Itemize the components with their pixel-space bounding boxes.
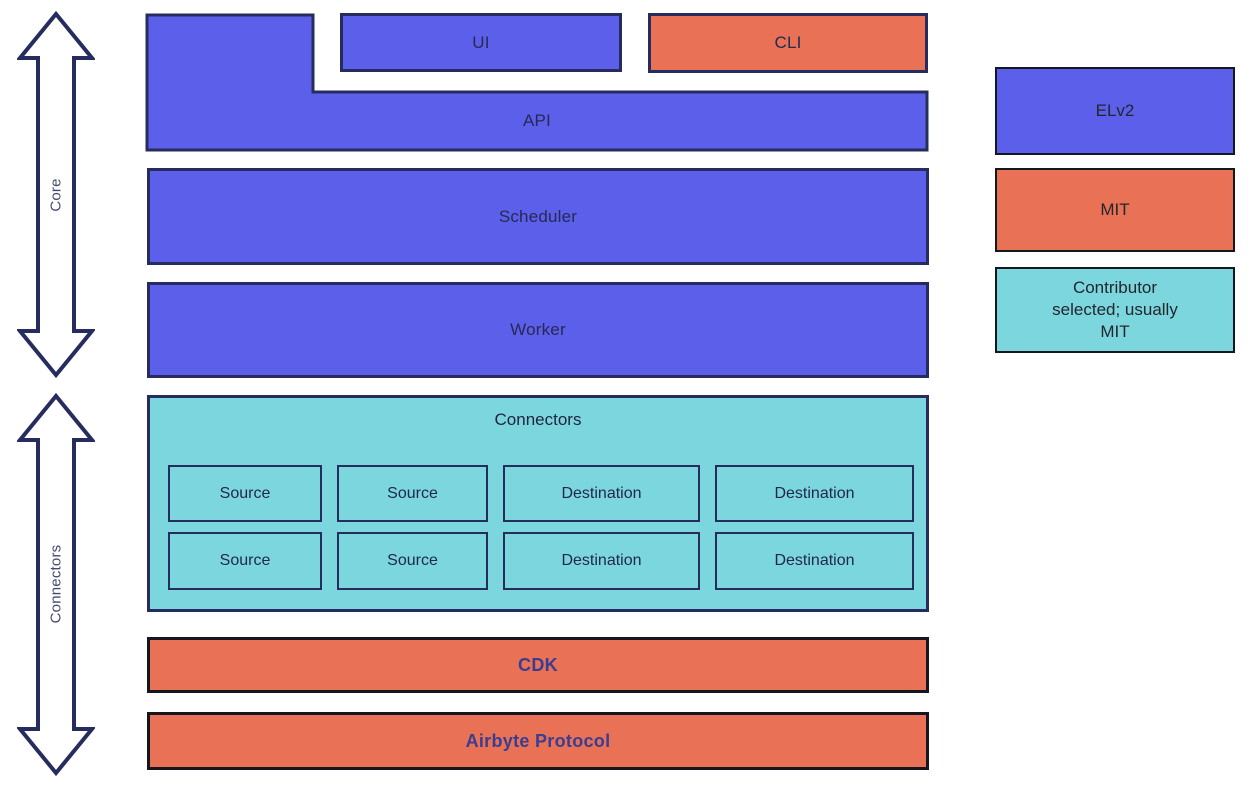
cdk-box: CDK bbox=[147, 637, 929, 693]
scheduler-label: Scheduler bbox=[498, 206, 578, 226]
ui-box: UI bbox=[340, 13, 622, 72]
legend-item-contributor: Contributor selected; usually MIT bbox=[995, 267, 1235, 353]
connector-cell-label: Source bbox=[219, 552, 271, 569]
ui-label: UI bbox=[472, 32, 490, 52]
legend-item-elv2: ELv2 bbox=[995, 67, 1235, 155]
worker-label: Worker bbox=[510, 320, 566, 339]
legend-item-mit: MIT bbox=[995, 168, 1235, 252]
connectors-arrow-label: Connectors bbox=[47, 544, 65, 624]
airbyte-protocol-box: Airbyte Protocol bbox=[147, 712, 929, 770]
connector-cell-label: Destination bbox=[774, 484, 855, 502]
connector-cell-label: Destination bbox=[561, 484, 642, 502]
scheduler-box: Scheduler bbox=[147, 168, 929, 265]
connector-cell-source-1: Source bbox=[168, 465, 322, 522]
api-bar: API bbox=[145, 90, 929, 152]
connector-cell-label: Source bbox=[387, 552, 438, 569]
cli-label: CLI bbox=[774, 33, 802, 52]
connector-cell-source-2: Source bbox=[337, 465, 488, 522]
connectors-box: Connectors Source Source Destination Des… bbox=[147, 395, 929, 612]
api-label: API bbox=[522, 111, 551, 130]
connector-cell-destination-3: Destination bbox=[503, 532, 700, 590]
cdk-label: CDK bbox=[518, 654, 558, 675]
connector-cell-label: Destination bbox=[774, 552, 855, 569]
core-arrow-label: Core bbox=[47, 178, 65, 212]
airbyte-protocol-label: Airbyte Protocol bbox=[465, 730, 611, 751]
connector-cell-destination-4: Destination bbox=[715, 532, 914, 590]
legend-elv2-label: ELv2 bbox=[1095, 100, 1135, 120]
connector-cell-label: Source bbox=[387, 484, 438, 502]
connectors-title: Connectors bbox=[494, 410, 582, 429]
api-step-block bbox=[145, 13, 929, 152]
connector-cell-label: Source bbox=[219, 484, 271, 502]
cli-box: CLI bbox=[648, 13, 928, 73]
worker-box: Worker bbox=[147, 282, 929, 378]
connectors-double-arrow-icon bbox=[17, 393, 95, 776]
connector-cell-source-4: Source bbox=[337, 532, 488, 590]
connector-cell-source-3: Source bbox=[168, 532, 322, 590]
core-double-arrow-icon bbox=[17, 11, 95, 378]
legend-mit-label: MIT bbox=[1100, 199, 1130, 219]
legend-contributor-label: Contributor selected; usually MIT bbox=[1052, 277, 1178, 342]
connector-cell-destination-2: Destination bbox=[715, 465, 914, 522]
connector-cell-destination-1: Destination bbox=[503, 465, 700, 522]
connector-cell-label: Destination bbox=[561, 552, 642, 569]
